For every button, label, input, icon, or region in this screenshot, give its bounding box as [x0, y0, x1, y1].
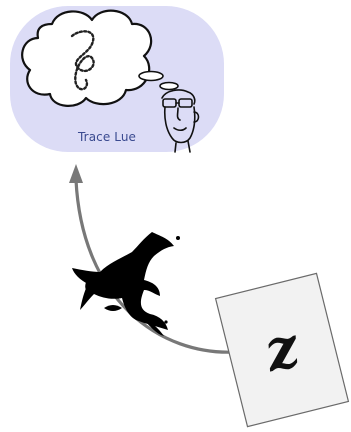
trace-arrow-path — [76, 180, 236, 352]
thought-dot-large — [139, 72, 163, 81]
trace-lue-label: Trace Lue — [78, 130, 136, 144]
up-arrowhead-icon — [69, 164, 83, 183]
glyph-card: z — [216, 273, 349, 426]
thought-dot-small — [160, 83, 178, 90]
